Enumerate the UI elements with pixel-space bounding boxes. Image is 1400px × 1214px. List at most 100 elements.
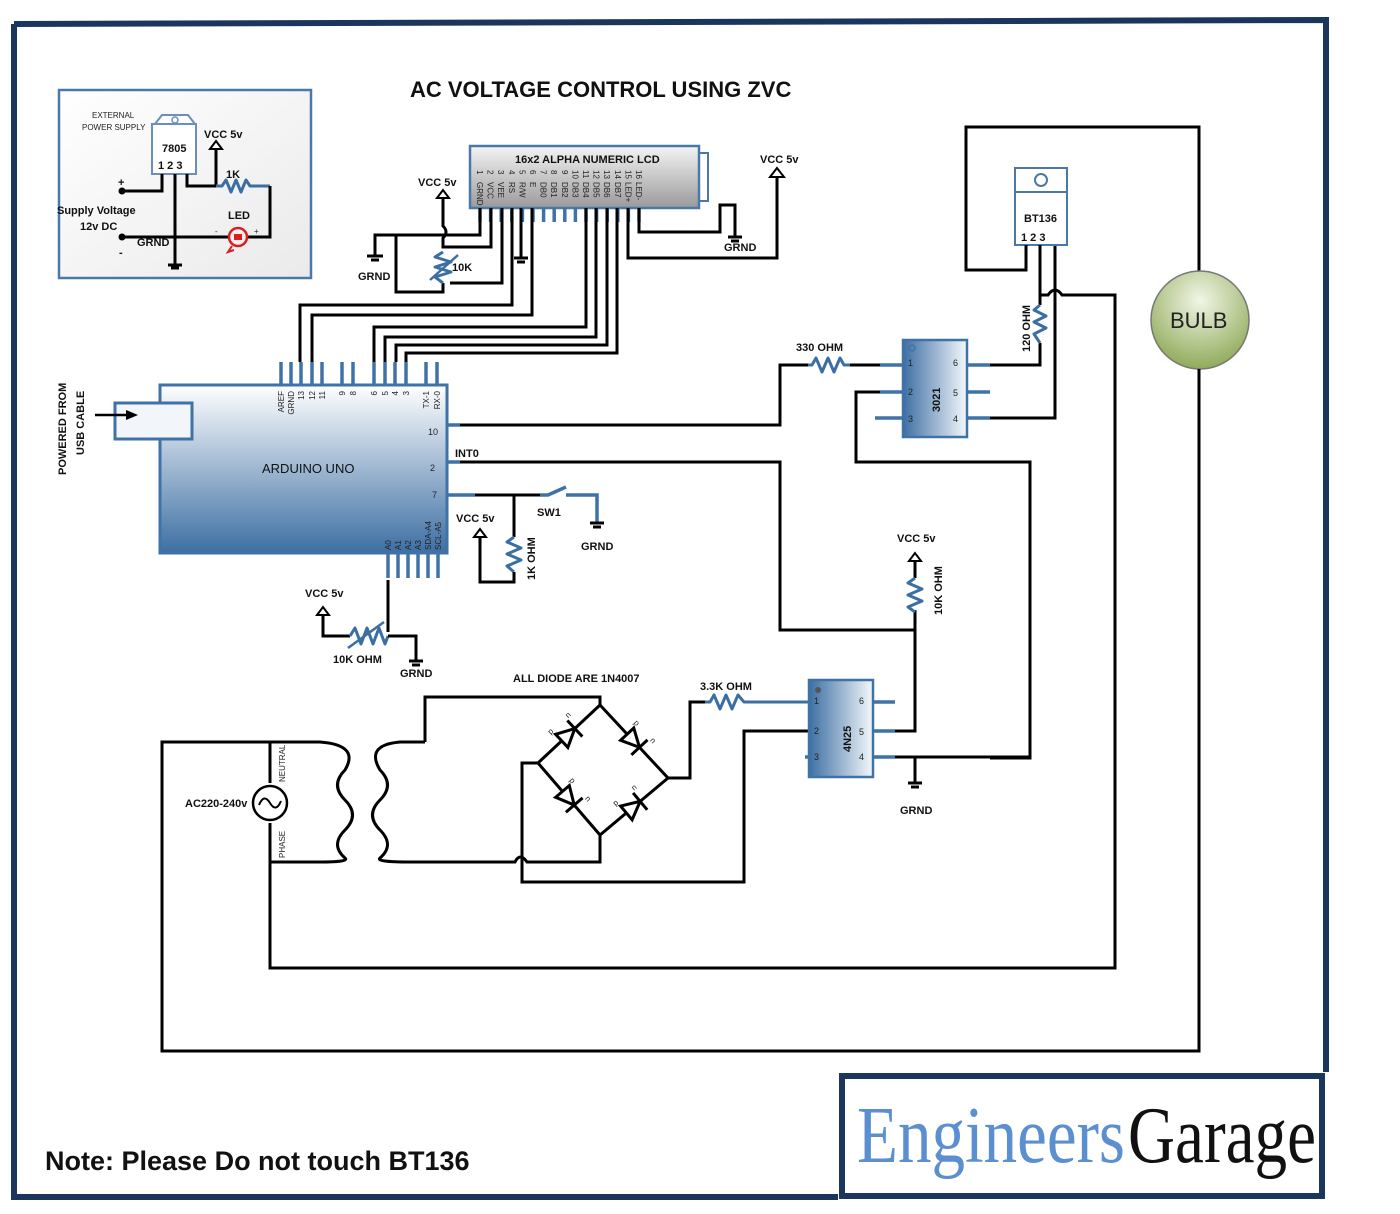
opto-4n25-label: 4N25 <box>842 726 854 752</box>
led-icon <box>225 226 249 254</box>
lcd-pin-number: 14 <box>613 170 622 179</box>
opto-3021: 1 2 3 6 5 4 3021 <box>875 338 990 439</box>
arduino-pin-7: 7 <box>432 490 437 500</box>
resistor-330-label: 330 OHM <box>796 342 843 354</box>
lcd-title: 16x2 ALPHA NUMERIC LCD <box>515 154 660 166</box>
arduino-pin-label: SDA-A4 <box>424 521 433 550</box>
opto-4n25: 1 2 3 6 5 4 4N25 <box>805 678 895 779</box>
contrast-pot <box>429 208 504 285</box>
transformer <box>268 740 602 864</box>
diode-n-label: n <box>629 783 638 793</box>
lcd-vcc-left-label: VCC 5v <box>418 177 457 189</box>
diode-p-label: p <box>611 798 621 808</box>
arduino-pin-label: A2 <box>404 540 413 550</box>
lcd-pot-label: 10K <box>452 262 472 274</box>
diagram-title: AC VOLTAGE CONTROL USING ZVC <box>410 77 791 102</box>
lcd-pin-number: 2 <box>486 170 495 175</box>
lcd-pin-name: DB5 <box>592 182 601 198</box>
arduino-pin-label: 11 <box>318 390 327 399</box>
pullup-vcc-label: VCC 5v <box>897 533 936 545</box>
supply-voltage-label-2: 12v DC <box>80 221 117 233</box>
ground-icon <box>514 256 528 264</box>
diode-p-label: p <box>632 718 642 728</box>
led-plus: + <box>254 227 259 236</box>
lcd-pin-number: 7 <box>539 170 548 175</box>
gate-resistor-label: 120 OHM <box>1021 305 1033 352</box>
diode-icon: pn <box>617 718 658 756</box>
ground-icon <box>409 659 423 667</box>
lcd-pin-number: 5 <box>517 170 526 175</box>
lcd-pin-number: 12 <box>592 170 601 179</box>
lcd-pin-number: 16 <box>634 170 643 179</box>
lcd-pin-number: 11 <box>581 170 590 179</box>
bulb-label: BULB <box>1170 308 1227 333</box>
int0-label: INT0 <box>455 448 479 460</box>
switch-label: SW1 <box>537 507 561 519</box>
power-supply-gnd-label: GRND <box>137 237 169 249</box>
lcd-pin-name: DB2 <box>560 182 569 198</box>
diode-note: ALL DIODE ARE 1N4007 <box>513 673 640 685</box>
outer-frame <box>11 16 1329 1200</box>
pin-label: 5 <box>859 727 864 737</box>
lcd-pin-number: 10 <box>570 170 579 179</box>
power-supply-resistor-label: 1K <box>226 169 240 181</box>
ground-icon <box>367 254 383 262</box>
diode-icon: pn <box>552 776 593 814</box>
triac-bt136: BT136 1 2 3 <box>1014 167 1068 246</box>
opto-gnd-label: GRND <box>900 805 932 817</box>
led-minus: - <box>215 227 218 236</box>
pin-label: 1 <box>814 696 819 706</box>
pin-label: 3 <box>908 414 913 424</box>
lcd-pin-name: E <box>528 182 537 187</box>
lcd-pin-name: RS <box>507 182 516 193</box>
brand-garage: Garage <box>1128 1092 1316 1180</box>
lcd-pin-name: VCC <box>486 182 495 199</box>
switch-vcc-label: VCC 5v <box>456 513 495 525</box>
lcd-pin-number: 8 <box>549 170 558 175</box>
lcd-pin-name: DB7 <box>613 182 622 198</box>
power-supply-heading-2: POWER SUPPLY <box>82 123 146 132</box>
lcd-pin-number: 6 <box>528 170 537 175</box>
diode-icon: pn <box>611 783 649 823</box>
lcd-vcc-right-label: VCC 5v <box>760 154 799 166</box>
lcd-pin-number: 1 <box>475 170 484 175</box>
lcd-display: 16x2 ALPHA NUMERIC LCD 1GRND2VCC3VEE4RS5… <box>468 144 709 222</box>
arduino-pin-label: 3 <box>402 390 411 395</box>
diode-n-label: n <box>583 794 593 803</box>
pot-label: 10K OHM <box>333 654 382 666</box>
speed-pot <box>347 620 390 650</box>
diode-n-label: n <box>648 736 658 745</box>
pot-gnd-label: GRND <box>400 668 432 680</box>
brand-engineers: Engineers <box>857 1092 1125 1180</box>
opto-3021-label: 3021 <box>931 388 943 412</box>
arduino-pin-label: 9 <box>338 390 347 395</box>
arduino-pin-2: 2 <box>430 463 435 473</box>
regulator-pins: 1 2 3 <box>158 160 182 172</box>
pin-label: 3 <box>814 752 819 762</box>
pin-label: 6 <box>859 696 864 706</box>
arduino-pin-label: 6 <box>370 390 379 395</box>
arduino-pin-label: 8 <box>349 390 358 395</box>
usb-label-1: POWERED FROM <box>57 383 69 475</box>
arduino-pin-label: 4 <box>391 390 400 395</box>
regulator-7805: 7805 1 2 3 <box>151 114 198 175</box>
arduino-pin-label: A3 <box>414 540 423 550</box>
pot-vcc-label: VCC 5v <box>305 588 344 600</box>
resistor-3k3-label: 3.3K OHM <box>700 681 752 693</box>
lcd-pin-number: 3 <box>496 170 505 175</box>
triac-label: BT136 <box>1024 213 1057 225</box>
pullup-resistor-label: 10K OHM <box>933 566 945 615</box>
arduino-label: ARDUINO UNO <box>262 461 354 476</box>
ac-source <box>251 784 289 822</box>
arduino-pin-10: 10 <box>428 427 438 437</box>
switch-gnd-label: GRND <box>581 541 613 553</box>
arrow-icon <box>126 410 138 420</box>
pin-label: 4 <box>859 752 864 762</box>
neutral-label: NEUTRAL <box>278 744 287 782</box>
diode-n-label: n <box>563 710 572 720</box>
lcd-gnd-left-label: GRND <box>358 271 390 283</box>
arduino-pin-label: 5 <box>381 390 390 395</box>
